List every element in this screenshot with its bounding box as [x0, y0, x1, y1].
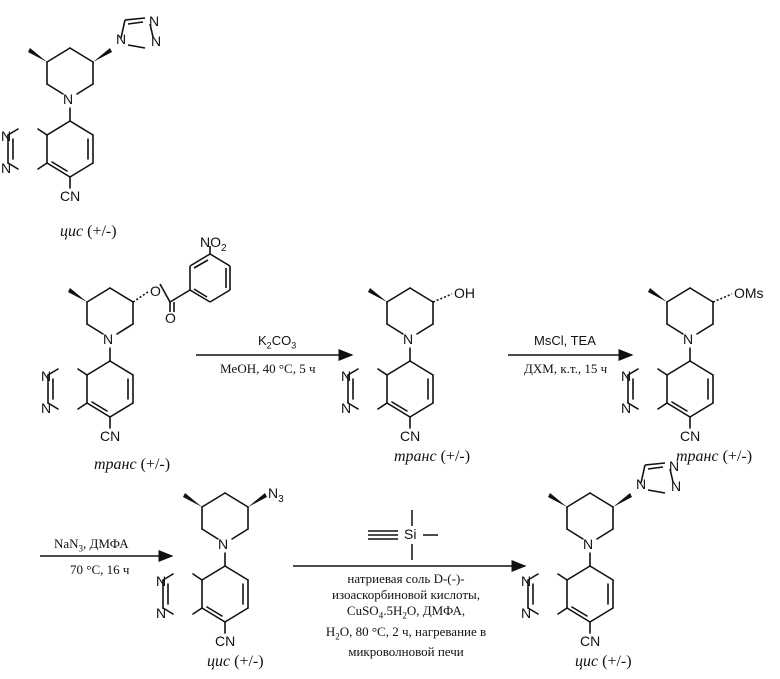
atom-n: N [63, 91, 73, 107]
atom-n: N [521, 573, 531, 589]
atom-o: O [165, 310, 176, 326]
atom-n: N [341, 368, 351, 384]
atom-cn: CN [215, 633, 235, 649]
atom-n: N [149, 13, 159, 29]
alcohol-intermediate [348, 288, 452, 428]
atom-n: N [583, 536, 593, 552]
atom-n: N [669, 458, 679, 474]
step4-line: H2O, 80 °C, 2 ч, нагревание в [316, 624, 496, 645]
target-label: цис (+/-) [60, 223, 117, 241]
atom-cn: CN [100, 428, 120, 444]
ester-label: транс (+/-) [94, 456, 170, 474]
step4-line: натриевая соль D-(-)- [316, 571, 496, 587]
atom-oh: OH [454, 285, 475, 301]
atom-n: N [156, 605, 166, 621]
product-compound [528, 463, 673, 633]
atom-n: N [636, 476, 646, 492]
atom-si: Si [404, 526, 416, 542]
mesylate-intermediate [628, 288, 732, 428]
atom-n: N [116, 31, 126, 47]
step4-conditions: натриевая соль D-(-)- изоаскорбиновой ки… [316, 571, 496, 660]
mesylate-label: транс (+/-) [676, 448, 752, 466]
atom-n: N [671, 478, 681, 494]
atom-n: N [1, 128, 11, 144]
step2-conditions: ДХМ, к.т., 15 ч [524, 361, 607, 377]
step4-line: изоаскорбиновой кислоты, [316, 587, 496, 603]
atom-o: O [150, 283, 161, 299]
atom-n: N [156, 573, 166, 589]
step3-reagent: NaN3, ДМФА [54, 536, 129, 557]
atom-n3: N3 [268, 485, 284, 505]
step4-line: CuSO4.5H2O, ДМФА, [316, 603, 496, 624]
atom-n: N [621, 400, 631, 416]
tms-acetylene [368, 510, 438, 560]
atom-n: N [103, 331, 113, 347]
atom-n: N [41, 368, 51, 384]
target-compound [8, 18, 153, 188]
atom-n: N [341, 400, 351, 416]
azide-label: цис (+/-) [207, 653, 264, 671]
atom-n: N [683, 331, 693, 347]
atom-n: N [41, 400, 51, 416]
atom-cn: CN [400, 428, 420, 444]
step1-conditions: MeOH, 40 °C, 5 ч [220, 361, 316, 377]
atom-cn: CN [580, 633, 600, 649]
atom-n: N [403, 331, 413, 347]
atom-cn: CN [680, 428, 700, 444]
atom-n: N [1, 160, 11, 176]
atom-n: N [621, 368, 631, 384]
atom-cn: CN [60, 188, 80, 204]
atom-n: N [218, 536, 228, 552]
step1-reagent: K2CO3 [258, 333, 296, 354]
step3-conditions: 70 °C, 16 ч [70, 562, 129, 578]
atom-no2: NO2 [200, 234, 227, 254]
nitrobenzoate-ester [48, 246, 230, 428]
alcohol-label: транс (+/-) [394, 448, 470, 466]
atom-n: N [521, 605, 531, 621]
product-label: цис (+/-) [575, 653, 632, 671]
step2-reagent: MsCl, TEA [534, 333, 596, 349]
atom-n: N [151, 33, 161, 49]
atom-oms: OMs [734, 285, 764, 301]
azide-intermediate [163, 493, 267, 633]
step4-line: микроволновой печи [316, 644, 496, 660]
